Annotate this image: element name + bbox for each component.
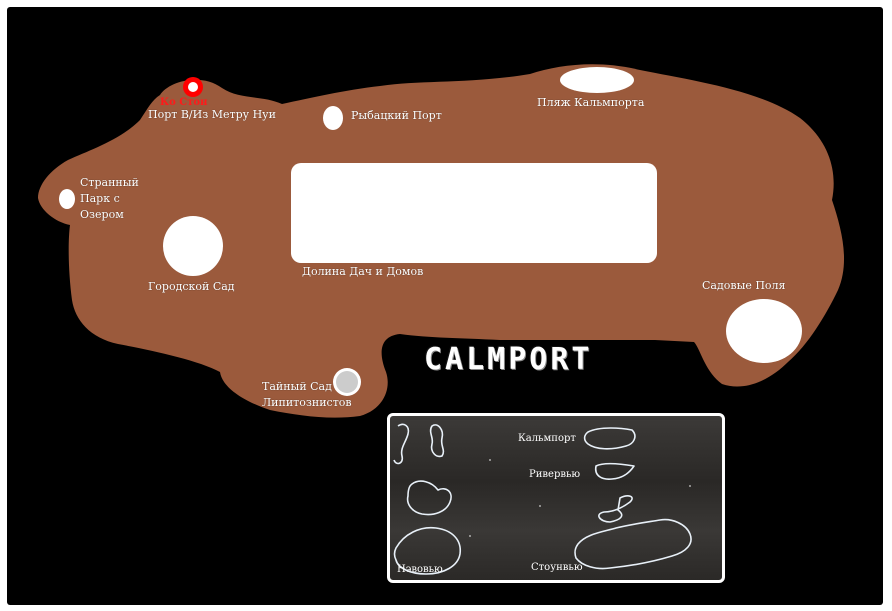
inset-dot-1 [489,459,491,461]
portal-marker-inner [188,82,198,92]
valley-area [291,163,657,263]
fishing-port-marker[interactable] [323,106,343,130]
map-title: CALMPORT [424,342,593,377]
beach-label: Пляж Кальмпорта [537,96,645,109]
port-metru-nui-label: Порт В/Из Метру Нуи [148,108,276,121]
inset-island-stoneview [574,518,692,570]
inset-island-calmport [583,427,636,450]
inset-dot-3 [469,535,471,537]
inset-island-north [429,424,445,458]
valley-label: Долина Дач и Домов [302,265,424,278]
inset-island-northwest [393,423,410,465]
inset-island-newview [393,526,461,575]
inset-dot-2 [539,505,541,507]
region-inset-map: Кальмпорт Ривервью Нэвовью Стоунвью [387,413,725,583]
strange-park-label-line2: Парк с [80,192,120,205]
strange-park-marker[interactable] [59,189,75,209]
inset-label-stoneview: Стоунвью [531,562,583,573]
strange-park-label-line1: Странный [80,176,139,189]
garden-fields-label: Садовые Поля [702,279,786,292]
portal-label: Ко Стон [160,97,208,108]
city-garden-marker[interactable] [163,216,223,276]
inset-dot-4 [689,485,691,487]
inset-label-calmport: Кальмпорт [518,433,576,444]
beach-marker[interactable] [560,67,634,93]
secret-garden-label-line2: Липитознистов [262,396,352,409]
inset-island-west [406,480,452,516]
garden-fields-marker[interactable] [726,299,802,363]
inset-island-middle [598,495,633,523]
inset-label-newview: Нэвовью [397,564,443,575]
inset-islands [393,423,692,575]
inset-label-riverview: Ривервью [529,469,581,480]
inset-island-riverview [594,462,635,480]
secret-garden-label-line1: Тайный Сад [262,380,332,393]
secret-garden-marker-inner [336,371,358,393]
fishing-port-label: Рыбацкий Порт [351,109,442,122]
city-garden-label: Городской Сад [148,280,235,293]
strange-park-label-line3: Озером [80,208,124,221]
